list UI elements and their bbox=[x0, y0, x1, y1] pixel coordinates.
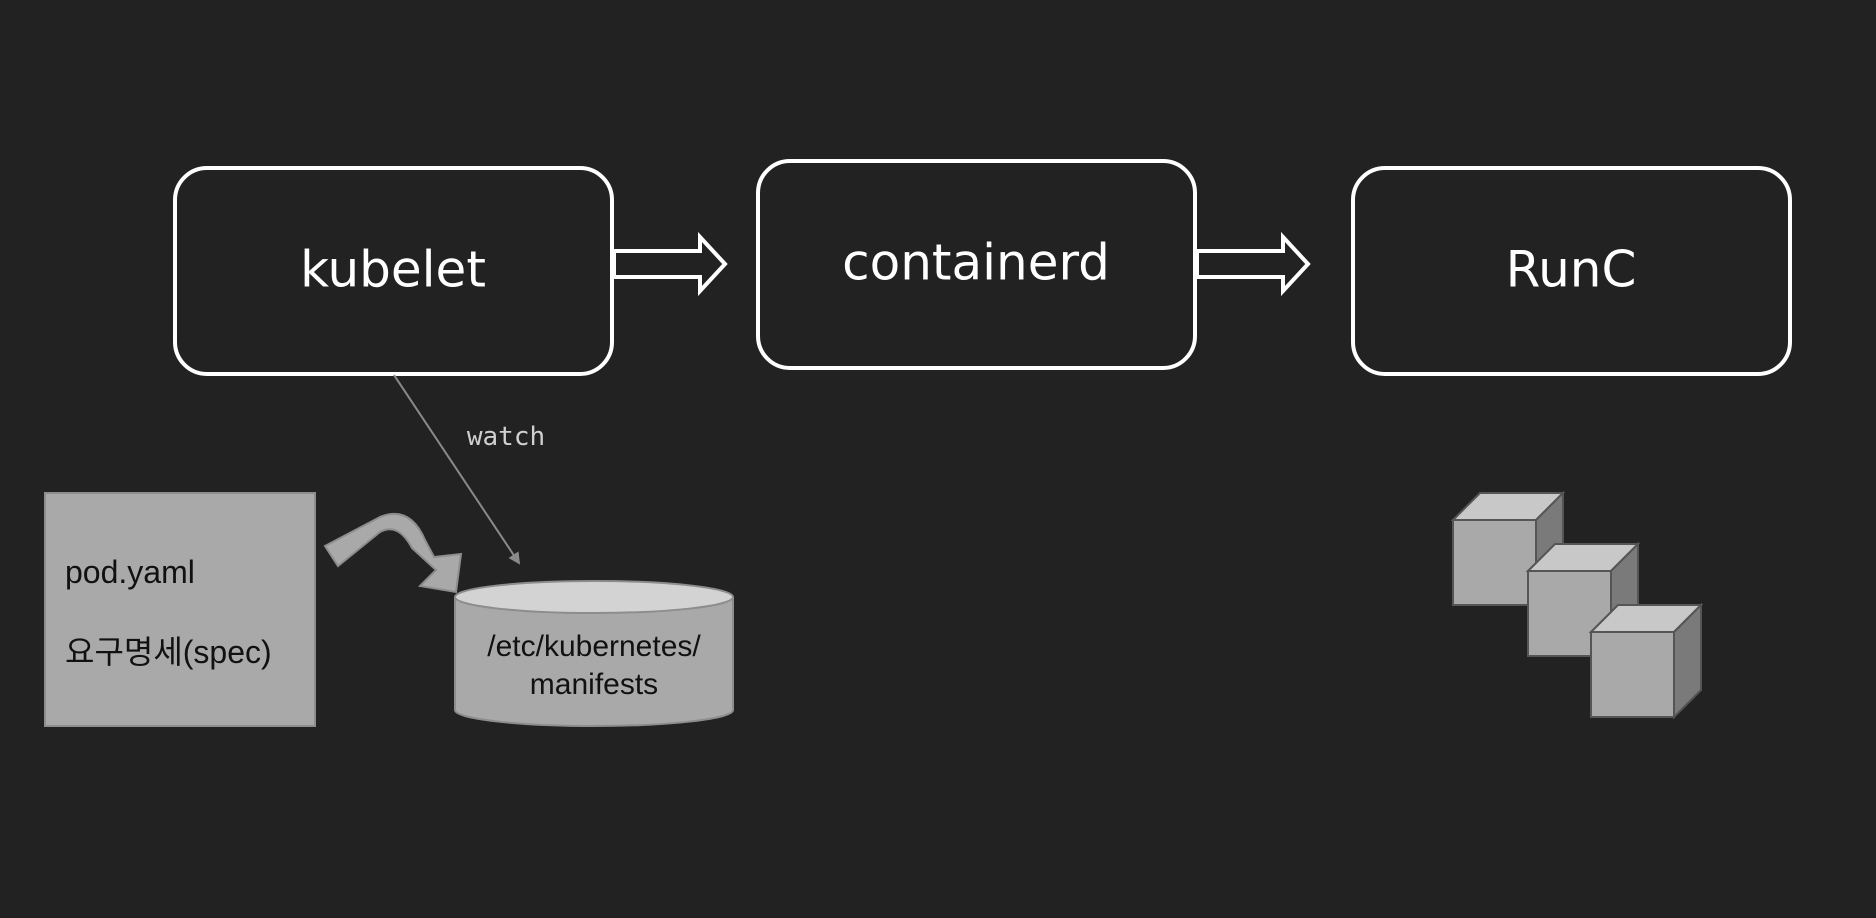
runc-node[interactable]: RunC bbox=[1351, 166, 1792, 376]
curved-arrow-icon bbox=[323, 512, 463, 594]
document-description: 요구명세(spec) bbox=[65, 634, 272, 670]
cube-3 bbox=[1588, 602, 1704, 720]
kubelet-label: kubelet bbox=[300, 241, 486, 299]
containerd-node[interactable]: containerd bbox=[756, 159, 1197, 370]
kubelet-node[interactable]: kubelet bbox=[173, 166, 614, 376]
watch-label: watch bbox=[467, 422, 545, 452]
storage-path-line2: manifests bbox=[530, 668, 658, 701]
containerd-label: containerd bbox=[842, 234, 1110, 292]
document-filename: pod.yaml bbox=[65, 554, 195, 590]
manifests-storage[interactable]: /etc/kubernetes/ manifests bbox=[454, 580, 734, 727]
containers-cubes-icon bbox=[1450, 490, 1704, 720]
containerd-to-runc-arrow bbox=[1195, 231, 1311, 297]
watch-connector bbox=[393, 374, 521, 565]
pod-yaml-document[interactable]: pod.yaml 요구명세(spec) bbox=[44, 492, 316, 727]
kubelet-to-containerd-arrow bbox=[612, 231, 728, 297]
runc-label: RunC bbox=[1506, 241, 1637, 299]
storage-path-line1: /etc/kubernetes/ bbox=[487, 630, 701, 663]
